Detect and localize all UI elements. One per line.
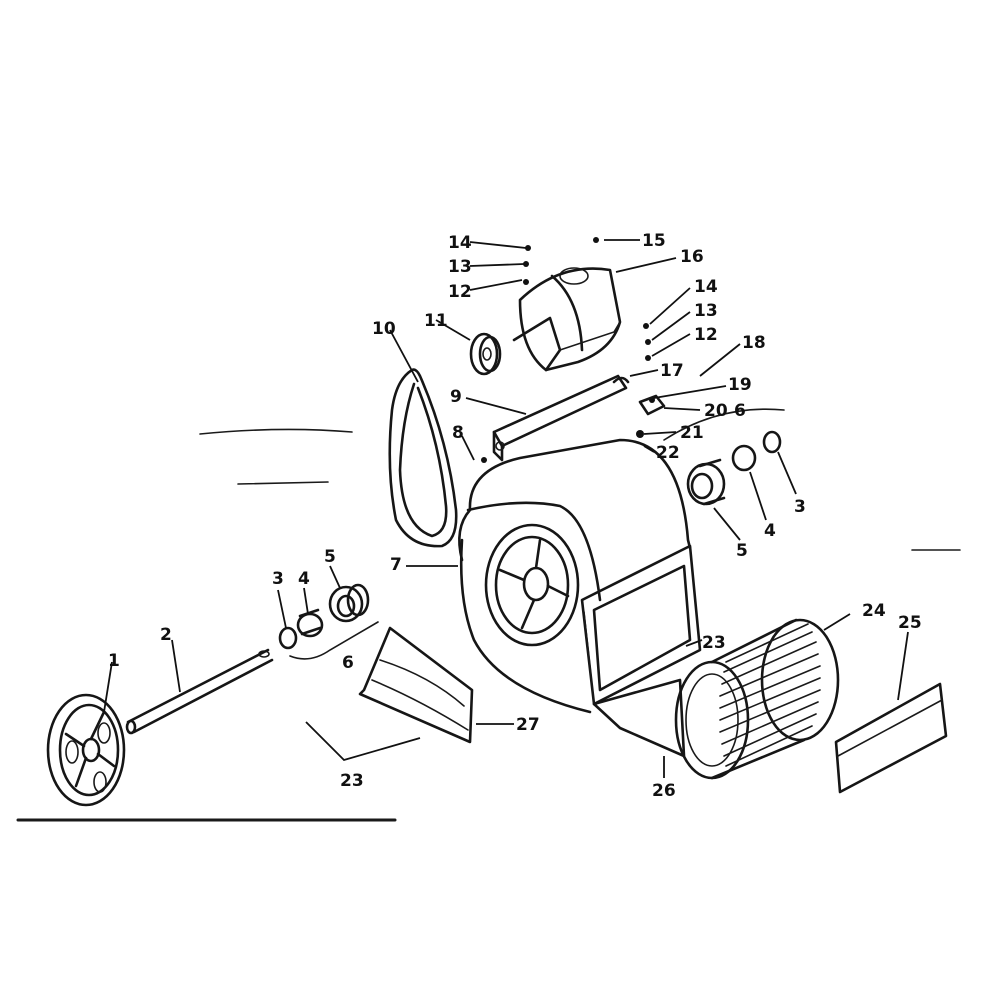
- callout-26: 26: [652, 781, 676, 801]
- right-bearing-set: [663, 408, 785, 506]
- left-bearing-set: [278, 583, 379, 660]
- motor-pulley-part: [469, 332, 502, 376]
- callout-15: 15: [642, 231, 666, 251]
- callout-5-left: 5: [324, 547, 336, 567]
- callout-22: 22: [656, 443, 680, 463]
- scan-marks: [16, 428, 961, 822]
- callout-7: 7: [390, 555, 402, 575]
- side-plate-part: [358, 626, 474, 744]
- blower-housing-part: [458, 438, 702, 714]
- callout-23-left: 23: [340, 771, 364, 791]
- hardware-dots: [481, 237, 666, 463]
- callout-24: 24: [862, 601, 886, 621]
- cutoff-plate-part: [834, 682, 948, 794]
- callout-6-left: 6: [342, 653, 354, 673]
- callout-21: 21: [680, 423, 704, 443]
- callout-12-top: 12: [448, 282, 472, 302]
- v-belt-part: [388, 368, 458, 548]
- callout-18: 18: [742, 333, 766, 353]
- callout-17: 17: [660, 361, 684, 381]
- callout-8: 8: [452, 423, 464, 443]
- callout-12-right: 12: [694, 325, 718, 345]
- callout-1: 1: [108, 651, 120, 671]
- callout-6-right: 6: [734, 401, 746, 421]
- callout-25: 25: [898, 613, 922, 633]
- callout-20: 20: [704, 401, 728, 421]
- callout-13-right: 13: [694, 301, 718, 321]
- blower-pulley-part: [46, 693, 126, 807]
- callout-3-left: 3: [272, 569, 284, 589]
- motor-part: [512, 267, 622, 372]
- callout-9: 9: [450, 387, 462, 407]
- callout-2: 2: [160, 625, 172, 645]
- leader-lines: [103, 239, 909, 778]
- callout-4-left: 4: [298, 569, 310, 589]
- callout-4-right: 4: [764, 521, 776, 541]
- callout-13-top: 13: [448, 257, 472, 277]
- callout-5-right: 5: [736, 541, 748, 561]
- callout-23-right: 23: [702, 633, 726, 653]
- lower-plate-part: [592, 678, 686, 758]
- callout-3-right: 3: [794, 497, 806, 517]
- callout-11: 11: [424, 311, 448, 331]
- motor-mount-bracket-part: [492, 374, 628, 462]
- callout-14-top: 14: [448, 233, 472, 253]
- callout-27: 27: [516, 715, 540, 735]
- shaft-part: [125, 648, 274, 735]
- callout-labels: 1 2 3 4 5 6 7 8 9 10 11 14 13 12 15 16 1…: [108, 231, 922, 801]
- callout-19: 19: [728, 375, 752, 395]
- callout-16: 16: [680, 247, 704, 267]
- callout-14-right: 14: [694, 277, 718, 297]
- callout-10: 10: [372, 319, 396, 339]
- blower-wheel-part: [674, 618, 840, 780]
